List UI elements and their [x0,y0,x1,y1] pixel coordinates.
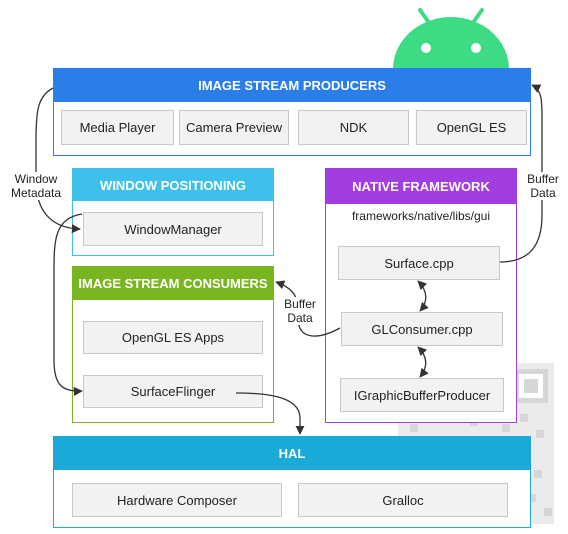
glconsumer-cpp-box: GLConsumer.cpp [341,312,503,346]
buffer-data-mid-line1: Buffer [284,297,316,311]
ndk-box: NDK [298,110,409,145]
camera-preview-box: Camera Preview [179,110,289,145]
window-positioning-title: WINDOW POSITIONING [73,169,273,201]
buffer-data-right-label: Buffer Data [520,172,566,200]
glconsumer-igbp-arrow [417,346,429,378]
producers-panel: IMAGE STREAM PRODUCERS Media Player Came… [53,68,531,156]
framework-path: frameworks/native/libs/gui [351,209,491,223]
buffer-data-mid-line2: Data [287,311,313,325]
window-manager-box: WindowManager [83,212,263,246]
surfaceflinger-to-hal-arrow [235,392,305,435]
opengl-es-apps-box: OpenGL ES Apps [83,321,263,354]
producers-title: IMAGE STREAM PRODUCERS [54,69,530,102]
window-metadata-arrow [35,87,81,234]
surface-glconsumer-arrow [417,280,429,312]
surface-cpp-box: Surface.cpp [338,246,500,280]
opengl-es-box: OpenGL ES [416,110,527,145]
buffer-data-mid-label: Buffer Data [279,297,321,325]
wm-to-surfaceflinger-arrow [53,213,83,396]
consumers-panel: IMAGE STREAM CONSUMERS OpenGL ES Apps Su… [72,266,274,423]
consumers-title: IMAGE STREAM CONSUMERS [73,267,273,300]
gralloc-box: Gralloc [298,483,508,517]
media-player-box: Media Player [61,110,174,145]
window-metadata-line2: Metadata [10,186,62,200]
native-framework-title: NATIVE FRAMEWORK [326,169,516,204]
window-positioning-panel: WINDOW POSITIONING WindowManager [72,168,274,256]
hal-title: HAL [54,437,530,470]
window-metadata-label: Window Metadata [3,172,69,200]
buffer-data-right-line2: Data [530,186,556,200]
buffer-data-arrow-right [499,84,543,263]
igraphicbufferproducer-box: IGraphicBufferProducer [340,378,504,412]
hal-panel: HAL Hardware Composer Gralloc [53,436,531,528]
surfaceflinger-box: SurfaceFlinger [83,375,263,408]
hardware-composer-box: Hardware Composer [72,483,282,517]
native-framework-panel: NATIVE FRAMEWORK frameworks/native/libs/… [325,168,517,423]
window-metadata-line1: Window [14,172,58,186]
buffer-data-right-line1: Buffer [527,172,559,186]
